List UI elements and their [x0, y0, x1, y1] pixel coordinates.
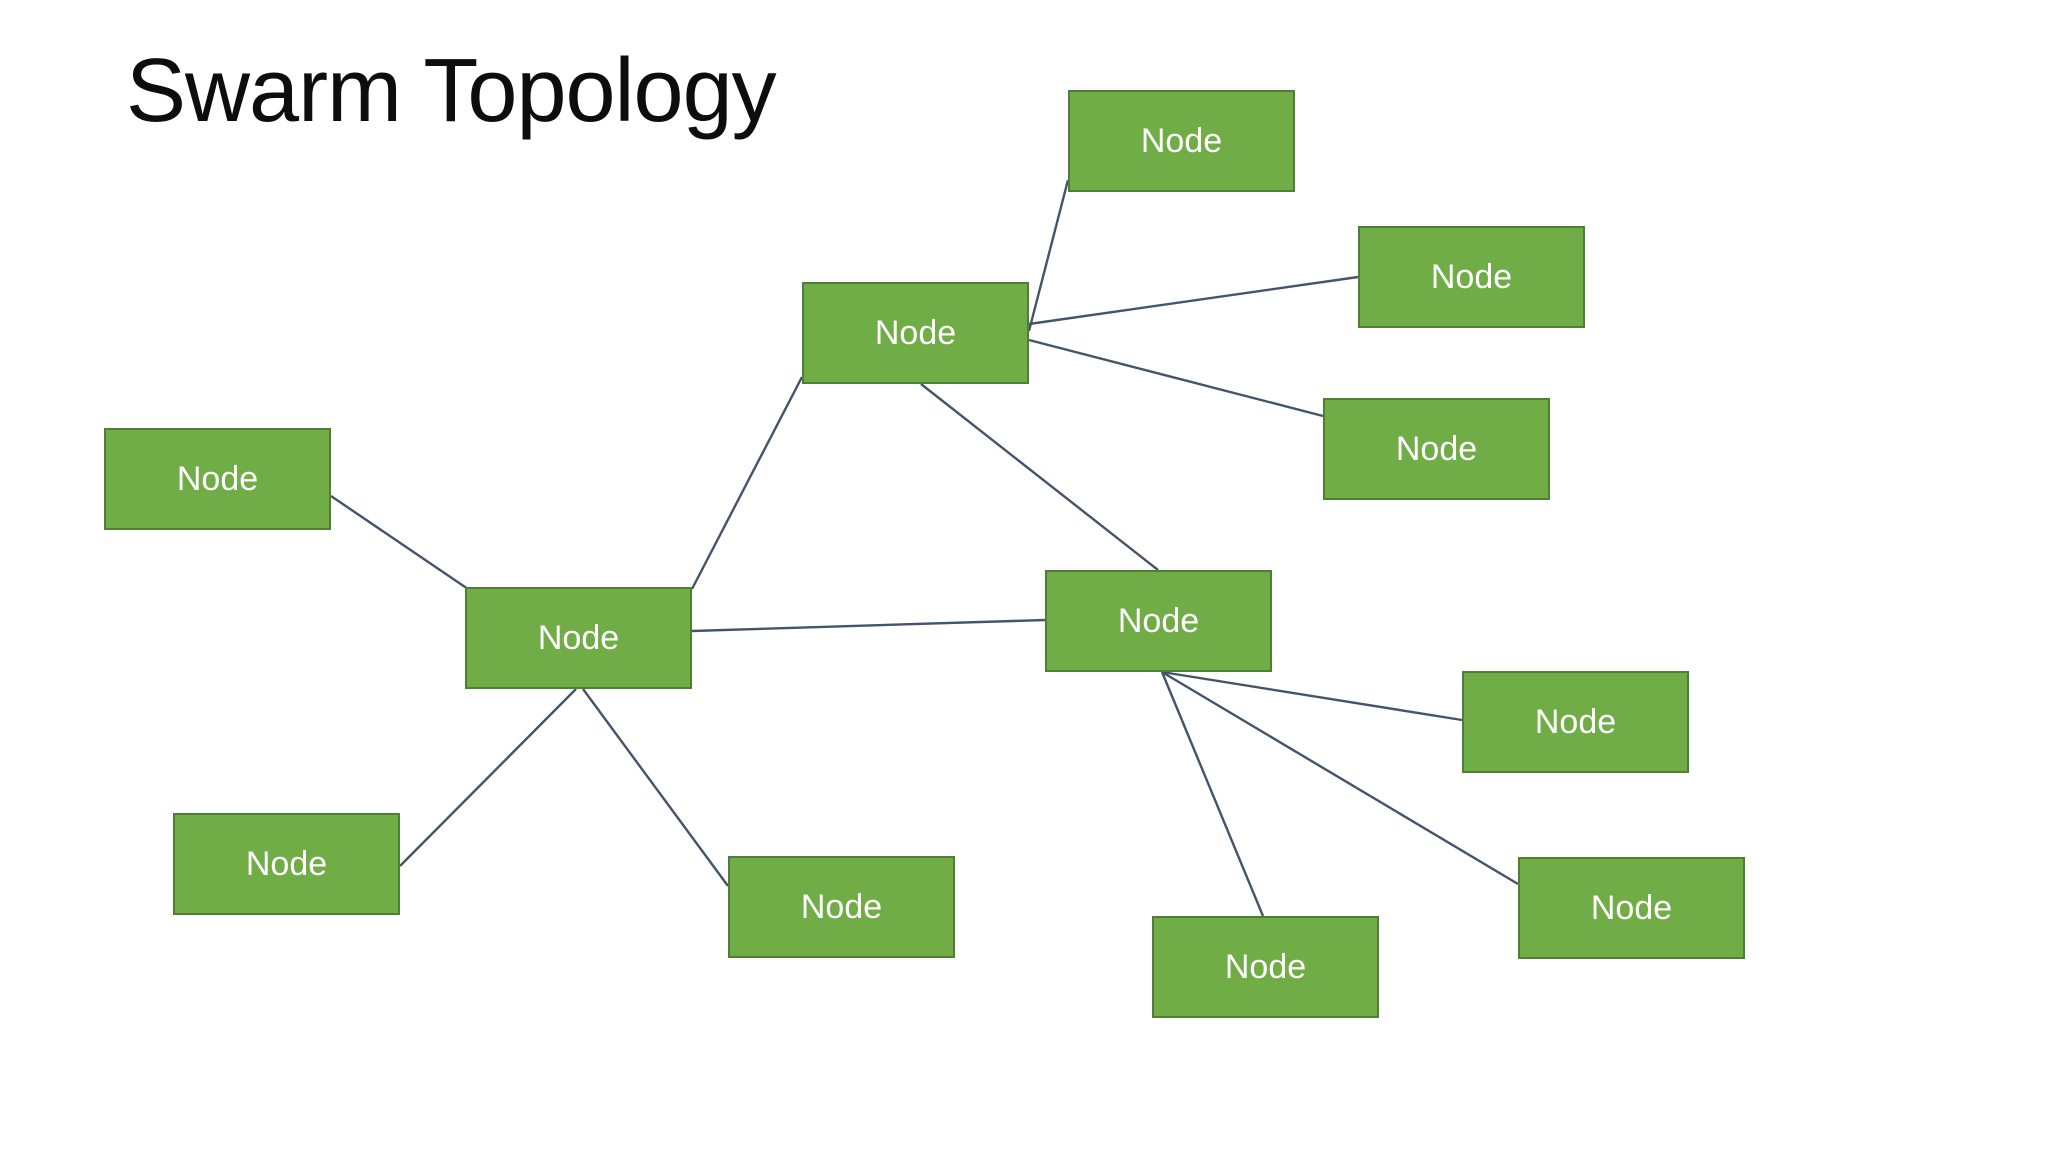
connector-line-node-hub-upper-to-node-top [1027, 179, 1070, 332]
connector-line-node-hub-right-to-node-bottom-right [1161, 670, 1519, 886]
node-bottom-mid-label: Node [1224, 948, 1307, 986]
node-bottom-right-label: Node [1590, 889, 1673, 927]
node-right-2-label: Node [1395, 430, 1478, 468]
node-top-label: Node [1140, 122, 1223, 160]
node-right-2[interactable]: Node [1323, 398, 1550, 500]
node-left[interactable]: Node [104, 428, 331, 530]
slide-title: Swarm Topology [126, 41, 777, 141]
node-bottom-center-label: Node [800, 888, 883, 926]
connector-line-node-hub-left-to-node-bottom-left [399, 688, 577, 867]
node-hub-upper[interactable]: Node [802, 282, 1029, 384]
node-right-1-label: Node [1430, 258, 1513, 296]
node-hub-right-label: Node [1117, 602, 1200, 640]
connector-line-node-hub-upper-to-node-hub-right [920, 383, 1159, 571]
node-bottom-right[interactable]: Node [1518, 857, 1745, 959]
node-top[interactable]: Node [1068, 90, 1295, 192]
node-bottom-center[interactable]: Node [728, 856, 955, 958]
node-right-1[interactable]: Node [1358, 226, 1585, 328]
node-right-3-label: Node [1534, 703, 1617, 741]
connector-line-node-hub-upper-to-node-right-2 [1028, 338, 1324, 418]
connector-line-node-hub-right-to-node-right-3 [1161, 670, 1463, 722]
connector-line-node-hub-right-to-node-bottom-mid [1160, 671, 1265, 917]
node-hub-left-label: Node [537, 619, 620, 657]
node-bottom-mid[interactable]: Node [1152, 916, 1379, 1018]
node-bottom-left-label: Node [245, 845, 328, 883]
connector-line-node-hub-left-to-node-hub-upper [690, 376, 804, 590]
node-hub-upper-label: Node [874, 314, 957, 352]
node-bottom-left[interactable]: Node [173, 813, 400, 915]
node-hub-left[interactable]: Node [465, 587, 692, 689]
connector-line-node-hub-left-to-node-hub-right [691, 618, 1046, 633]
connector-line-node-left-to-node-hub-left [330, 495, 469, 590]
connector-line-node-hub-left-to-node-bottom-center [582, 688, 729, 887]
connector-line-node-hub-upper-to-node-right-1 [1028, 275, 1359, 326]
node-hub-right[interactable]: Node [1045, 570, 1272, 672]
node-left-label: Node [176, 460, 259, 498]
node-right-3[interactable]: Node [1462, 671, 1689, 773]
